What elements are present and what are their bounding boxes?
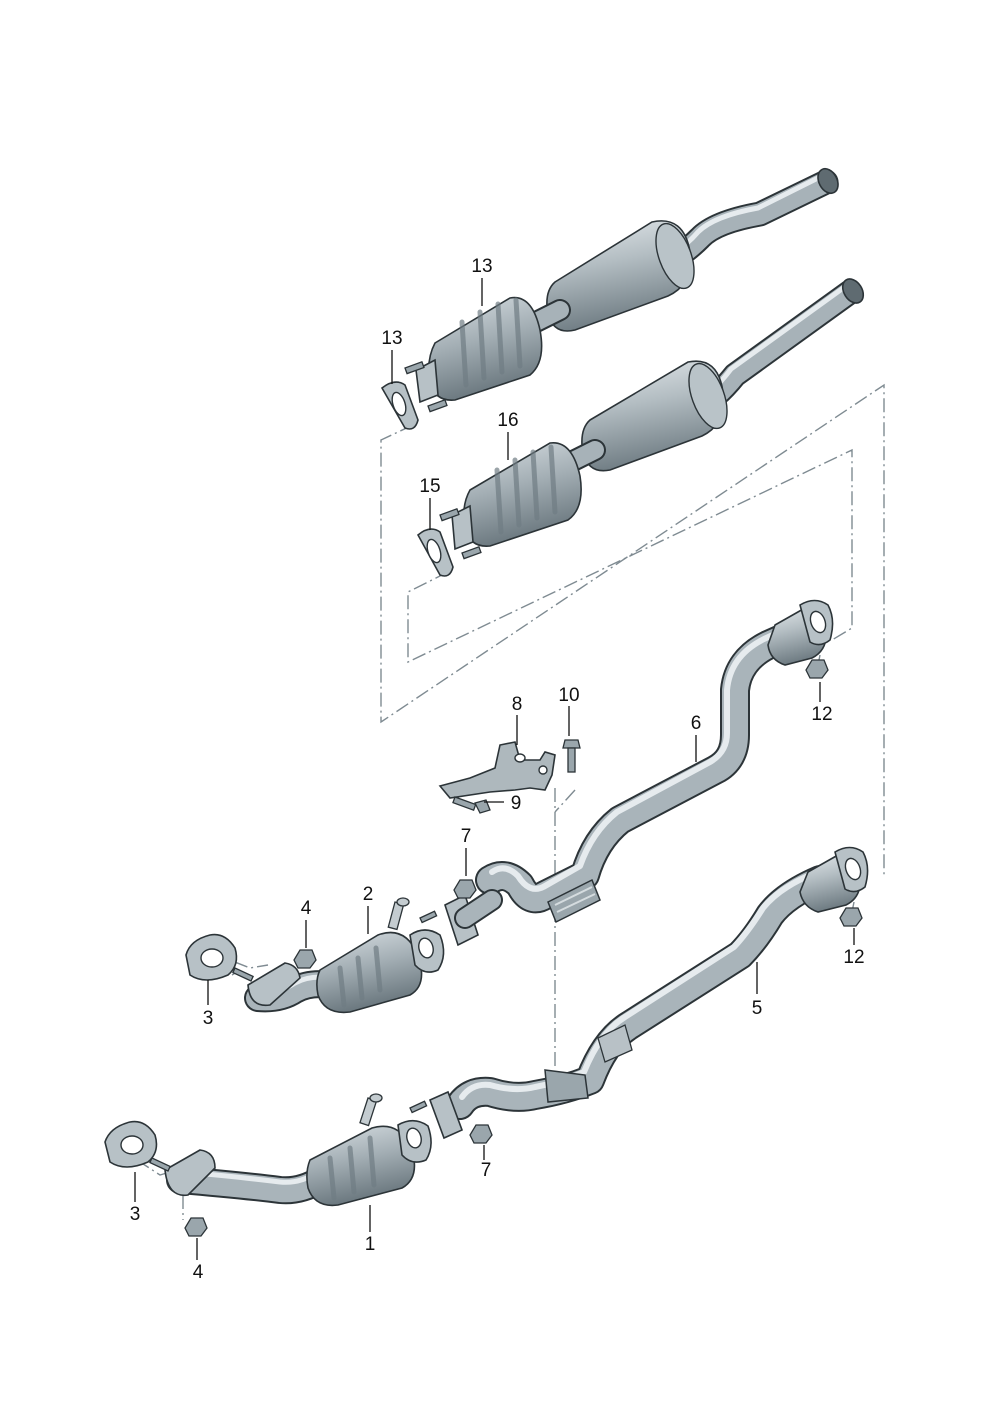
callout-15: 13 [471, 256, 492, 277]
callout-12-lower: 12 [843, 947, 864, 968]
nut-12-upper [805, 659, 829, 679]
gasket-13-lower [416, 528, 454, 577]
tailpipe-16 [687, 278, 865, 418]
callout-13-lower: 15 [419, 476, 440, 497]
bolt-10 [562, 739, 581, 773]
nut-4-upper [293, 949, 317, 969]
front-exhaust-pipe-6 [444, 599, 834, 947]
callout-1: 1 [365, 1234, 376, 1255]
callout-9: 9 [511, 793, 522, 814]
nut-4-lower [184, 1217, 208, 1237]
callout-12-upper: 12 [811, 704, 832, 725]
nut-7-lower [469, 1124, 493, 1144]
catalytic-converter-15 [415, 296, 543, 404]
rear-silencer-assembly-15 [380, 167, 839, 430]
center-silencer-16 [581, 360, 728, 472]
nut-12-lower [839, 907, 863, 927]
callout-4-lower: 4 [193, 1262, 204, 1283]
callout-3-lower: 3 [130, 1204, 141, 1225]
callout-2: 2 [363, 884, 374, 905]
center-silencer-15 [546, 220, 695, 332]
callout-5: 5 [752, 998, 763, 1019]
callout-13-upper: 13 [381, 328, 402, 349]
catalytic-converter-2 [244, 897, 445, 1014]
callout-8: 8 [512, 694, 523, 715]
gasket-13-upper [380, 381, 419, 430]
callout-labels: 13 13 16 15 8 10 6 12 9 7 2 4 3 12 5 7 3… [130, 256, 865, 1283]
catalytic-converter-1 [164, 1093, 432, 1207]
callout-7-upper: 7 [461, 826, 472, 847]
callout-6: 6 [691, 713, 702, 734]
catalytic-converter-16 [451, 442, 582, 551]
callout-7-lower: 7 [481, 1160, 492, 1181]
studs-15 [404, 361, 448, 413]
rear-silencer-assembly-16 [416, 278, 865, 577]
callout-16: 16 [497, 410, 518, 431]
nut-7-upper [453, 879, 477, 899]
callout-leaders [134, 278, 855, 1260]
front-exhaust-pipe-5 [428, 846, 869, 1140]
callout-4-upper: 4 [301, 898, 312, 919]
callout-10: 10 [558, 685, 579, 706]
gasket-3-upper [185, 933, 254, 982]
callout-3-upper: 3 [203, 1008, 214, 1029]
gasket-3-lower [104, 1120, 171, 1172]
bracket-8 [438, 741, 556, 799]
bolt-9 [452, 796, 491, 814]
studs-16 [439, 508, 482, 560]
